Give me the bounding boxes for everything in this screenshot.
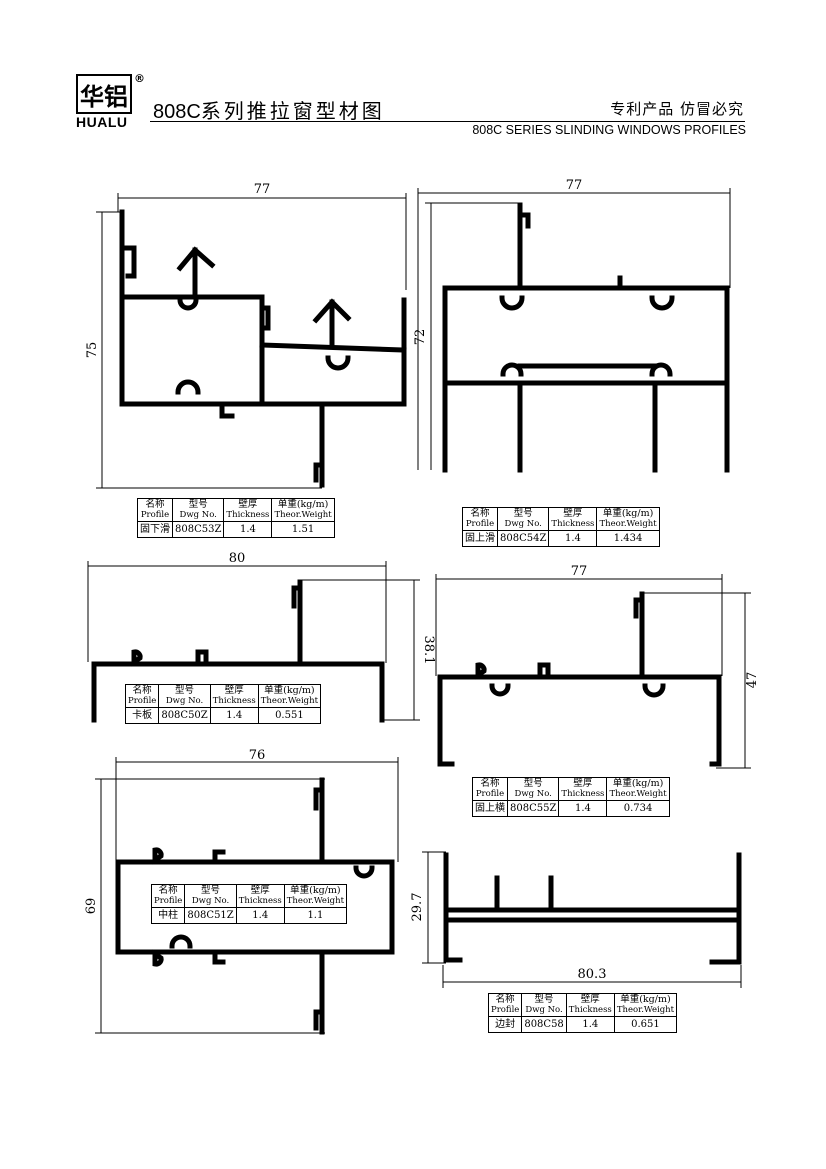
- p2-width-dim: 77: [566, 178, 583, 193]
- profile-dwg: 808C54Z: [496, 530, 550, 547]
- p4-height-dim: 47: [745, 672, 760, 689]
- weight-header: 单重(kg/m)Theor.Weight: [606, 777, 670, 801]
- p1-height-dim: 75: [85, 342, 100, 359]
- registered-mark: ®: [134, 72, 145, 85]
- header-rule: [150, 121, 745, 122]
- profile-808c54z-drawing: [442, 202, 730, 473]
- profile-dwg: 808C58: [521, 1016, 567, 1033]
- page-title-en: 808C SERIES SLINDING WINDOWS PROFILES: [472, 123, 746, 137]
- hualu-logo: 华铝: [76, 74, 132, 114]
- logo-en-text: HUALU: [76, 114, 128, 130]
- p2-height-dim: 72: [413, 329, 428, 346]
- profile-weight: 0.551: [257, 707, 322, 724]
- p5-width-dim: 76: [249, 748, 266, 763]
- weight-header: 单重(kg/m)Theor.Weight: [596, 507, 660, 531]
- p3-height-dim: 38.1: [421, 636, 436, 665]
- profile-name: 边封: [487, 1016, 523, 1033]
- profile-name: 卡板: [124, 707, 160, 724]
- title-series-number: 808C: [153, 101, 201, 123]
- profile-name: 固下滑: [137, 521, 173, 538]
- profile-808c58-drawing: [443, 852, 742, 965]
- profile-dwg: 808C50Z: [158, 707, 211, 724]
- profile-thickness: 1.4: [558, 800, 608, 817]
- logo-cn-text: 华铝: [80, 82, 128, 111]
- p5-height-dim: 69: [84, 898, 99, 915]
- profile-808c53z-drawing: [119, 209, 407, 488]
- p3-width-dim: 80: [229, 551, 246, 566]
- p1-width-dim: 77: [254, 182, 271, 197]
- profile-thickness: 1.4: [235, 907, 285, 924]
- weight-header: 单重(kg/m)Theor.Weight: [283, 884, 348, 908]
- profile-dwg: 808C51Z: [184, 907, 237, 924]
- profile-dwg: 808C55Z: [506, 800, 560, 817]
- profile-name: 固上横: [472, 800, 508, 817]
- profile-thickness: 1.4: [209, 707, 259, 724]
- weight-header: 单重(kg/m)Theor.Weight: [257, 684, 322, 708]
- profile-thickness: 1.4: [548, 530, 598, 547]
- profile-dwg: 808C53Z: [171, 521, 225, 538]
- profile-weight: 0.734: [606, 800, 670, 817]
- weight-header: 单重(kg/m)Theor.Weight: [271, 498, 335, 522]
- profile-weight: 1.1: [283, 907, 348, 924]
- weight-header: 单重(kg/m)Theor.Weight: [613, 993, 678, 1017]
- p6-height-dim: 29.7: [410, 893, 425, 922]
- profile-thickness: 1.4: [565, 1016, 615, 1033]
- profile-thickness: 1.4: [223, 521, 273, 538]
- profile-weight: 0.651: [613, 1016, 678, 1033]
- title-cn-text: 系列推拉窗型材图: [200, 99, 385, 123]
- profile-808c50z-drawing: [91, 579, 385, 723]
- patent-notice: 专利产品 仿冒必究: [610, 100, 744, 118]
- profile-weight: 1.51: [271, 521, 335, 538]
- profile-name: 固上滑: [462, 530, 498, 547]
- profile-weight: 1.434: [596, 530, 660, 547]
- page-title-cn: 808C系列推拉窗型材图: [153, 95, 385, 124]
- profile-name: 中柱: [150, 907, 186, 924]
- profile-808c55z-drawing: [437, 591, 722, 767]
- p4-width-dim: 77: [571, 564, 588, 579]
- profile-808c51z-drawing: [115, 777, 395, 1035]
- p6-width-dim: 80.3: [578, 967, 607, 982]
